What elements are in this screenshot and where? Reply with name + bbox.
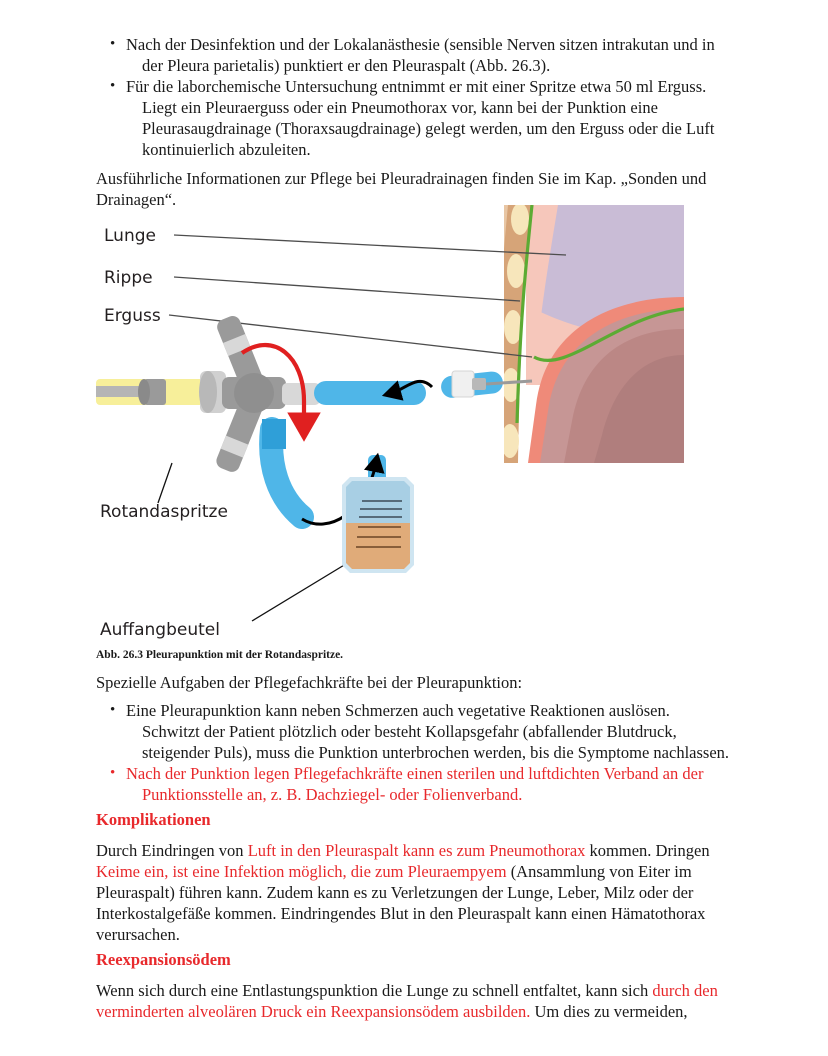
paragraph-komplikationen: Durch Eindringen von Luft in den Pleuras…	[96, 840, 744, 945]
text-run-highlight: Keime ein, ist eine Infektion möglich, d…	[96, 862, 507, 881]
stopcock-outlet	[282, 383, 320, 405]
section-heading-komplikationen: Komplikationen	[96, 810, 211, 829]
rib	[507, 254, 525, 288]
leader-line-rotandaspritze	[157, 462, 173, 504]
paragraph-line: Drainagen“.	[96, 190, 177, 209]
puncture-needle	[485, 379, 533, 386]
text-run: Durch Eindringen von	[96, 841, 248, 860]
figure-caption-block: Abb. 26.3 Pleurapunktion mit der Rotanda…	[96, 648, 744, 662]
flow-arrow-icon-inflow	[381, 379, 434, 401]
paragraph-text: Ausführliche Informationen zur Pflege be…	[96, 168, 744, 210]
bullet-line: Nach der Punktion legen Pflegefachkräfte…	[126, 764, 704, 783]
tasks-bullet-list: Eine Pleurapunktion kann neben Schmerzen…	[96, 700, 744, 805]
text-run: (Ansammlung von Eiter im	[506, 862, 692, 881]
rib	[504, 424, 519, 458]
bullet-line: Liegt ein Pleuraerguss oder ein Pneumoth…	[142, 98, 658, 117]
pleura-line-visceral	[533, 307, 684, 363]
section-heading-reexpansionsoedem: Reexpansionsödem	[96, 950, 231, 969]
figure-label-rippe: Rippe	[104, 268, 153, 288]
figure-caption: Abb. 26.3 Pleurapunktion mit der Rotanda…	[96, 649, 344, 661]
paragraph-reexpansionsoedem: Wenn sich durch eine Entlastungspunktion…	[96, 980, 744, 1022]
text-run-highlight: verminderten alveolären Druck ein Reexpa…	[96, 1002, 531, 1021]
komplikationen-body-block: Durch Eindringen von Luft in den Pleuras…	[96, 840, 744, 945]
bullet-list-procedure: Nach der Desinfektion und der Lokalanäst…	[96, 34, 744, 160]
figure-label-rotandaspritze: Rotandaspritze	[100, 502, 228, 522]
reexpansion-body-block: Wenn sich durch eine Entlastungspunktion…	[96, 980, 744, 1022]
rotanda-syringe-assembly	[96, 315, 321, 472]
reexpansion-heading-block: Reexpansionsödem	[96, 950, 744, 970]
bullet-list-tasks: Eine Pleurapunktion kann neben Schmerzen…	[96, 700, 744, 805]
text-run-highlight: durch den	[652, 981, 718, 1000]
paragraph-line: Ausführliche Informationen zur Pflege be…	[96, 169, 707, 188]
needle-connector-hub	[451, 370, 475, 398]
figure-label-lunge: Lunge	[104, 226, 156, 246]
rib	[511, 205, 529, 235]
syringe-plunger-head	[144, 379, 166, 405]
rotation-arrow-icon	[240, 342, 321, 442]
liver-inner	[594, 355, 684, 463]
bullet-line: Schwitzt der Patient plötzlich oder best…	[142, 722, 677, 741]
intro-bullet-list: Nach der Desinfektion und der Lokalanäst…	[96, 34, 744, 160]
bullet-line: Pleurasaugdrainage (Thoraxsaugdrainage) …	[142, 119, 715, 138]
list-item: Für die laborchemische Untersuchung entn…	[104, 76, 744, 160]
text-run: Pleuraspalt) führen kann. Zudem kann es …	[96, 883, 694, 902]
bag-graduation-marks-fluid	[356, 526, 401, 548]
bullet-line: kontinuierlich abzuleiten.	[142, 140, 311, 159]
bullet-line: Nach der Desinfektion und der Lokalanäst…	[126, 35, 715, 54]
leader-line-lunge	[173, 234, 567, 256]
bullet-line: der Pleura parietalis) punktiert er den …	[142, 56, 551, 75]
text-run: Wenn sich durch eine Entlastungspunktion…	[96, 981, 653, 1000]
syringe-plunger-rod	[96, 386, 148, 397]
text-run: Interkostalgefäße kommen. Eindringendes …	[96, 904, 706, 923]
rib	[504, 368, 520, 402]
collection-bag	[342, 477, 414, 573]
syringe-plunger-seal	[138, 379, 150, 405]
paragraph-aufgaben: Spezielle Aufgaben der Pflegefachkräfte …	[96, 673, 523, 692]
list-item: Nach der Desinfektion und der Lokalanäst…	[104, 34, 744, 76]
needle-luer	[472, 378, 486, 390]
text-run: Um dies zu vermeiden,	[530, 1002, 688, 1021]
skin-layer	[504, 205, 508, 250]
pleura-line-parietal	[515, 205, 534, 424]
bag-upper-air	[346, 481, 410, 523]
paragraph-aufgaben-block: Spezielle Aufgaben der Pflegefachkräfte …	[96, 672, 744, 693]
text-run: verursachen.	[96, 925, 180, 944]
bullet-line: Eine Pleurapunktion kann neben Schmerzen…	[126, 701, 670, 720]
text-run-highlight: Luft in den Pleuraspalt kann es zum Pneu…	[247, 841, 586, 860]
list-item: Eine Pleurapunktion kann neben Schmerzen…	[104, 700, 744, 763]
komplikationen-heading-block: Komplikationen	[96, 810, 744, 830]
figure-illustration: Lunge Rippe Erguss Rotandaspritze Auffan…	[96, 205, 684, 640]
tube-band	[262, 419, 286, 449]
figure-label-auffangbeutel: Auffangbeutel	[100, 620, 220, 640]
anatomy-thorax-cross-section	[504, 205, 684, 463]
stopcock-hub	[234, 373, 274, 413]
figure-pleurapunktion: Lunge Rippe Erguss Rotandaspritze Auffan…	[96, 205, 744, 645]
text-run: kommen. Dringen	[585, 841, 710, 860]
bullet-line: Für die laborchemische Untersuchung entn…	[126, 77, 707, 96]
paragraph-drainagen: Ausführliche Informationen zur Pflege be…	[96, 168, 744, 210]
figure-label-erguss: Erguss	[104, 306, 161, 326]
list-item: Nach der Punktion legen Pflegefachkräfte…	[104, 763, 744, 805]
leader-line-rippe	[173, 276, 521, 302]
bullet-line: steigender Puls), muss die Punktion unte…	[142, 743, 730, 762]
bag-graduation-marks	[359, 500, 402, 518]
rib	[504, 310, 522, 344]
syringe-collar-ring	[199, 371, 217, 413]
bullet-line: Punktionsstelle an, z. B. Dachziegel- od…	[142, 785, 523, 804]
bag-fluid	[346, 523, 410, 569]
